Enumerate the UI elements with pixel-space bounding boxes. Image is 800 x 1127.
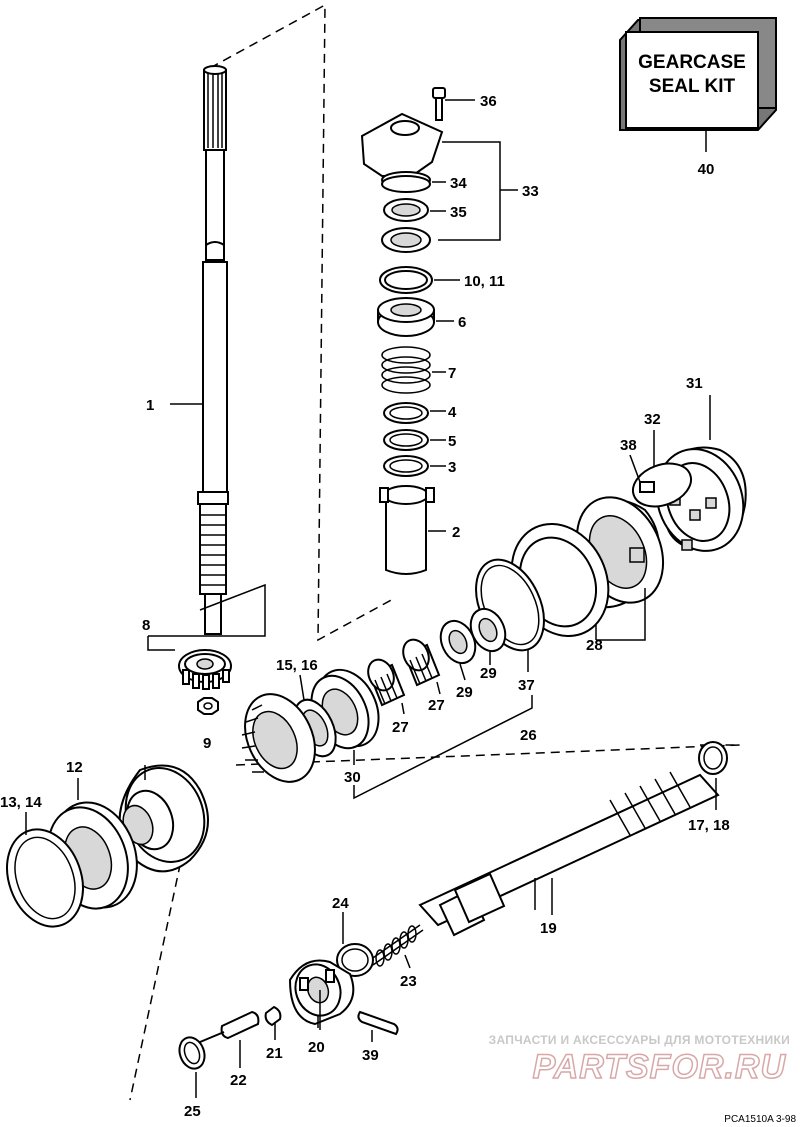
ring-3[interactable]	[383, 455, 446, 477]
label-39: 39	[362, 1047, 379, 1064]
bearing-6[interactable]	[377, 297, 454, 337]
label-29a: 29	[480, 665, 497, 682]
watermark: ЗАПЧАСТИ И АКСЕССУАРЫ ДЛЯ МОТОТЕХНИКИ PA…	[489, 1033, 790, 1087]
label-1: 1	[146, 397, 154, 414]
label-13-14: 13, 14	[0, 794, 42, 811]
label-9: 9	[203, 735, 211, 752]
label-25: 25	[184, 1103, 201, 1120]
label-33: 33	[522, 183, 539, 200]
oil-seal-35[interactable]	[383, 198, 446, 222]
propeller-shaft[interactable]	[418, 771, 720, 937]
label-24: 24	[332, 895, 349, 912]
label-3: 3	[448, 459, 456, 476]
leader-lines	[319, 878, 553, 1030]
kit-number: 40	[698, 161, 715, 178]
part-labels: 1 2 3 4 5 6 7 8 9 10, 11 12 13, 14 15, 1…	[0, 93, 730, 1120]
watermark-brand: PARTSFOR.RU	[533, 1048, 787, 1086]
label-31: 31	[686, 375, 703, 392]
washer-17-18[interactable]	[698, 741, 728, 810]
spring-23[interactable]	[369, 924, 424, 969]
label-26: 26	[520, 727, 537, 744]
label-20: 20	[308, 1039, 325, 1056]
gearcase-seal-kit-box: GEARCASE SEAL KIT 40	[619, 17, 777, 178]
kit-title-line1: GEARCASE	[638, 52, 746, 73]
ring-5[interactable]	[383, 429, 446, 451]
washer-29a[interactable]	[464, 603, 512, 665]
label-10-11: 10, 11	[464, 273, 505, 290]
oil-seal[interactable]	[381, 227, 431, 253]
label-8: 8	[142, 617, 150, 634]
label-17-18: 17, 18	[688, 817, 730, 834]
spring-clip-24[interactable]	[336, 912, 374, 977]
detent-21[interactable]	[264, 1005, 282, 1040]
retaining-ring-25[interactable]	[175, 1034, 208, 1098]
cross-pin-39[interactable]	[357, 1010, 399, 1042]
label-7: 7	[448, 365, 456, 382]
label-23: 23	[400, 973, 417, 990]
label-27b: 27	[428, 697, 445, 714]
label-22: 22	[230, 1072, 247, 1089]
label-4: 4	[448, 404, 457, 421]
kit-title-line2: SEAL KIT	[649, 76, 736, 97]
label-19: 19	[540, 920, 557, 937]
label-15-16: 15, 16	[276, 657, 318, 674]
key-38[interactable]	[629, 454, 655, 493]
washer-29b[interactable]	[434, 615, 482, 681]
drive-shaft[interactable]	[170, 65, 229, 635]
ring-4[interactable]	[383, 402, 446, 424]
bearing-stack	[360, 87, 518, 575]
sleeve-2[interactable]	[379, 485, 446, 575]
label-36: 36	[480, 93, 497, 110]
bevel-gear[interactable]	[232, 683, 329, 793]
watermark-tagline: ЗАПЧАСТИ И АКСЕССУАРЫ ДЛЯ МОТОТЕХНИКИ	[489, 1033, 790, 1047]
label-5: 5	[448, 433, 456, 450]
label-34: 34	[450, 175, 467, 192]
shim-10-11[interactable]	[379, 266, 460, 294]
label-35: 35	[450, 204, 467, 221]
o-ring-34[interactable]	[381, 175, 446, 193]
plunger-22[interactable]	[199, 1010, 260, 1068]
spring-7[interactable]	[381, 346, 446, 394]
label-29b: 29	[456, 684, 473, 701]
label-37: 37	[518, 677, 535, 694]
label-28: 28	[586, 637, 603, 654]
needle-bearing-27a[interactable]	[398, 635, 441, 695]
shim-13-14[interactable]	[0, 812, 96, 937]
label-21: 21	[266, 1045, 283, 1062]
label-2: 2	[452, 524, 460, 541]
clutch-dog-20[interactable]	[288, 958, 355, 1028]
label-32: 32	[644, 411, 661, 428]
needle-bearing-27b[interactable]	[363, 655, 406, 715]
label-27a: 27	[392, 719, 409, 736]
pinion-nut[interactable]	[197, 697, 219, 715]
label-30: 30	[344, 769, 361, 786]
label-38: 38	[620, 437, 637, 454]
label-6: 6	[458, 314, 466, 331]
drawing-code: PCA1510A 3-98	[724, 1114, 796, 1125]
pinion-gear[interactable]	[147, 583, 266, 690]
ring-32[interactable]	[627, 430, 697, 514]
label-12: 12	[66, 759, 83, 776]
screw[interactable]	[432, 87, 475, 121]
